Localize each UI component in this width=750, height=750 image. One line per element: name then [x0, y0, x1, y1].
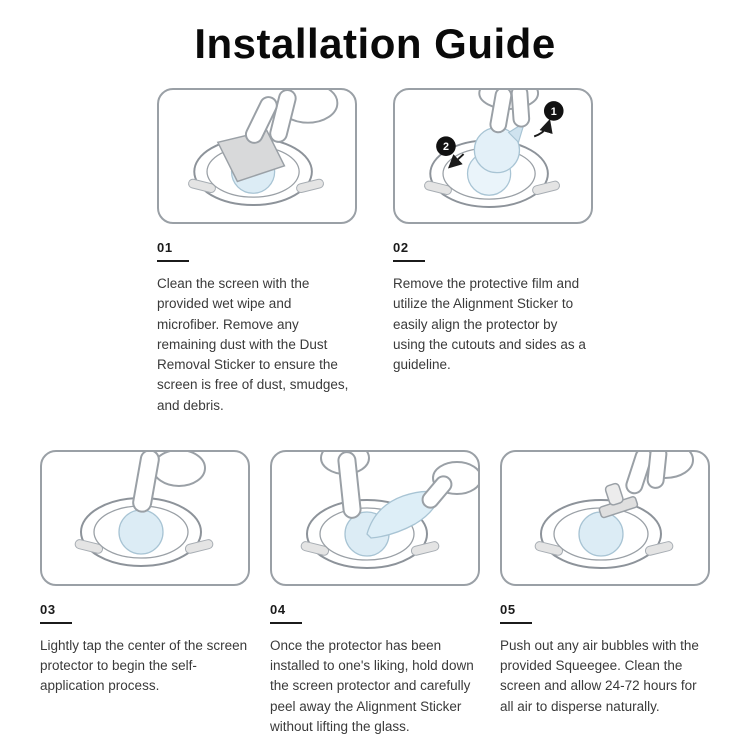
step-panel-5: 05 Push out any air bubbles with the pro…: [500, 449, 710, 737]
step-number: 01: [157, 240, 173, 255]
holding-finger-icon: [320, 451, 370, 519]
badge-2: 2: [436, 136, 456, 156]
tapping-finger-icon: [132, 451, 206, 513]
steps-row-1: 01 Clean the screen with the provided we…: [0, 88, 750, 416]
step-description: Once the protector has been installed to…: [270, 637, 474, 734]
step-number: 03: [40, 601, 56, 617]
step-underline: [393, 260, 425, 262]
step-panel-3: 03 Lightly tap the center of the screen …: [40, 449, 250, 737]
step-description: Lightly tap the center of the screen pro…: [40, 637, 248, 694]
step-number: 05: [500, 601, 516, 617]
step-underline: [40, 621, 72, 624]
step-1-illustration-frame: [157, 88, 357, 224]
step-4-illustration: [300, 451, 478, 569]
step-3-illustration: [74, 451, 214, 567]
step-panel-2: 1 2 02 Remove the protective film and ut…: [393, 88, 593, 416]
step-2-illustration: 1 2: [424, 90, 564, 208]
step-2-illustration-frame: 1 2: [393, 88, 593, 224]
hand-icon: [625, 451, 694, 495]
step-underline: [500, 621, 532, 624]
page-title: Installation Guide: [194, 20, 556, 67]
step-number: 04: [270, 601, 286, 617]
step-underline: [157, 260, 189, 262]
step-description: Push out any air bubbles with the provid…: [500, 637, 699, 714]
badge-1: 1: [543, 101, 564, 121]
svg-text:2: 2: [443, 141, 449, 153]
device-icon: [74, 496, 214, 567]
step-panel-1: 01 Clean the screen with the provided we…: [157, 88, 357, 416]
hand-icon: [244, 90, 339, 144]
arrow-down-icon: [447, 153, 465, 169]
step-4-illustration-frame: [270, 449, 480, 586]
svg-text:1: 1: [551, 106, 557, 118]
squeegee-icon: [598, 482, 639, 518]
step-5-illustration-frame: [500, 449, 710, 586]
step-5-illustration: [534, 451, 694, 569]
arrow-up-icon: [533, 118, 553, 138]
step-3-illustration-frame: [40, 449, 250, 586]
step-1-illustration: [188, 90, 339, 206]
alignment-sticker-icon: [473, 121, 526, 174]
step-underline: [270, 621, 302, 624]
step-description: Clean the screen with the provided wet w…: [157, 276, 349, 413]
step-description: Remove the protective film and utilize t…: [393, 276, 586, 372]
step-panel-4: 04 Once the protector has been installed…: [270, 449, 480, 737]
pulling-hand-icon: [421, 460, 478, 509]
hand-icon: [478, 90, 540, 134]
steps-row-2: 03 Lightly tap the center of the screen …: [0, 449, 750, 737]
device-icon: [534, 498, 674, 569]
step-number: 02: [393, 240, 409, 255]
